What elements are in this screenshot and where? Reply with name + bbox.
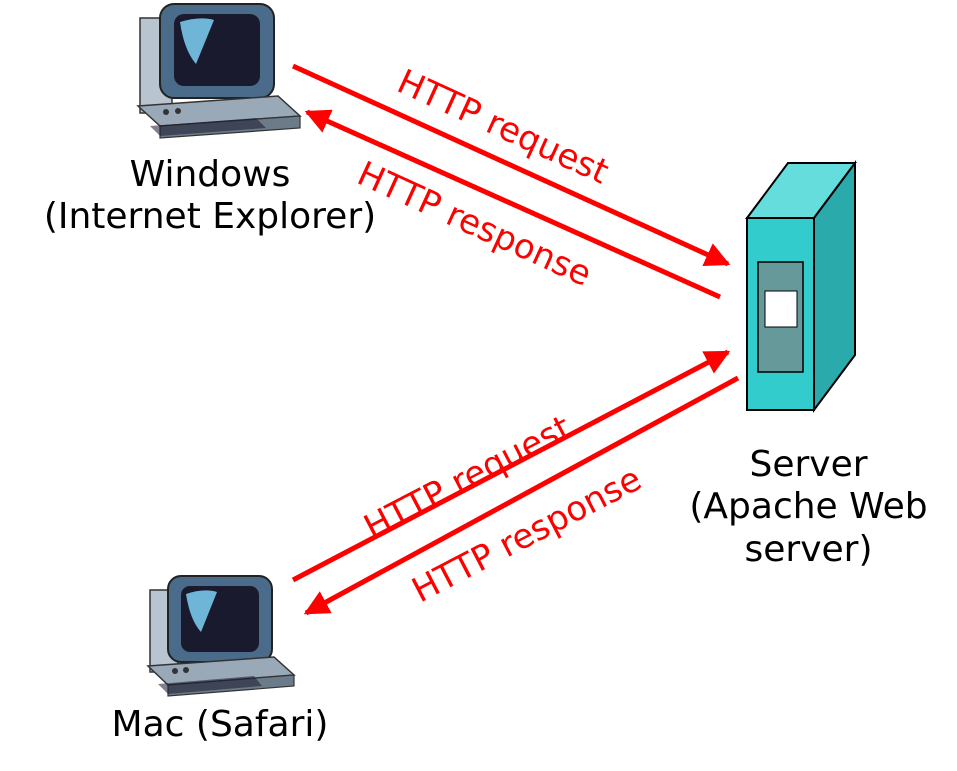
windows-response-arrow xyxy=(304,109,722,300)
server-label-line2: (Apache Web xyxy=(689,486,928,528)
windows-label: Windows (Internet Explorer) xyxy=(0,154,420,239)
mac-computer-icon xyxy=(146,575,296,697)
windows-request-arrow xyxy=(291,63,731,267)
mac-label-line1: Mac (Safari) xyxy=(111,704,329,745)
mac-label: Mac (Safari) xyxy=(60,704,380,746)
server-label: Server (Apache Web server) xyxy=(660,444,957,571)
server-label-line1: Server xyxy=(749,444,868,485)
windows-label-line1: Windows xyxy=(129,154,291,195)
mac-response-arrow xyxy=(303,375,740,616)
mac-request-arrow xyxy=(291,349,731,583)
server-tower-icon xyxy=(745,159,857,414)
server-label-line3: server) xyxy=(744,528,873,570)
windows-computer-icon xyxy=(136,3,302,139)
windows-label-line2: (Internet Explorer) xyxy=(43,196,377,238)
